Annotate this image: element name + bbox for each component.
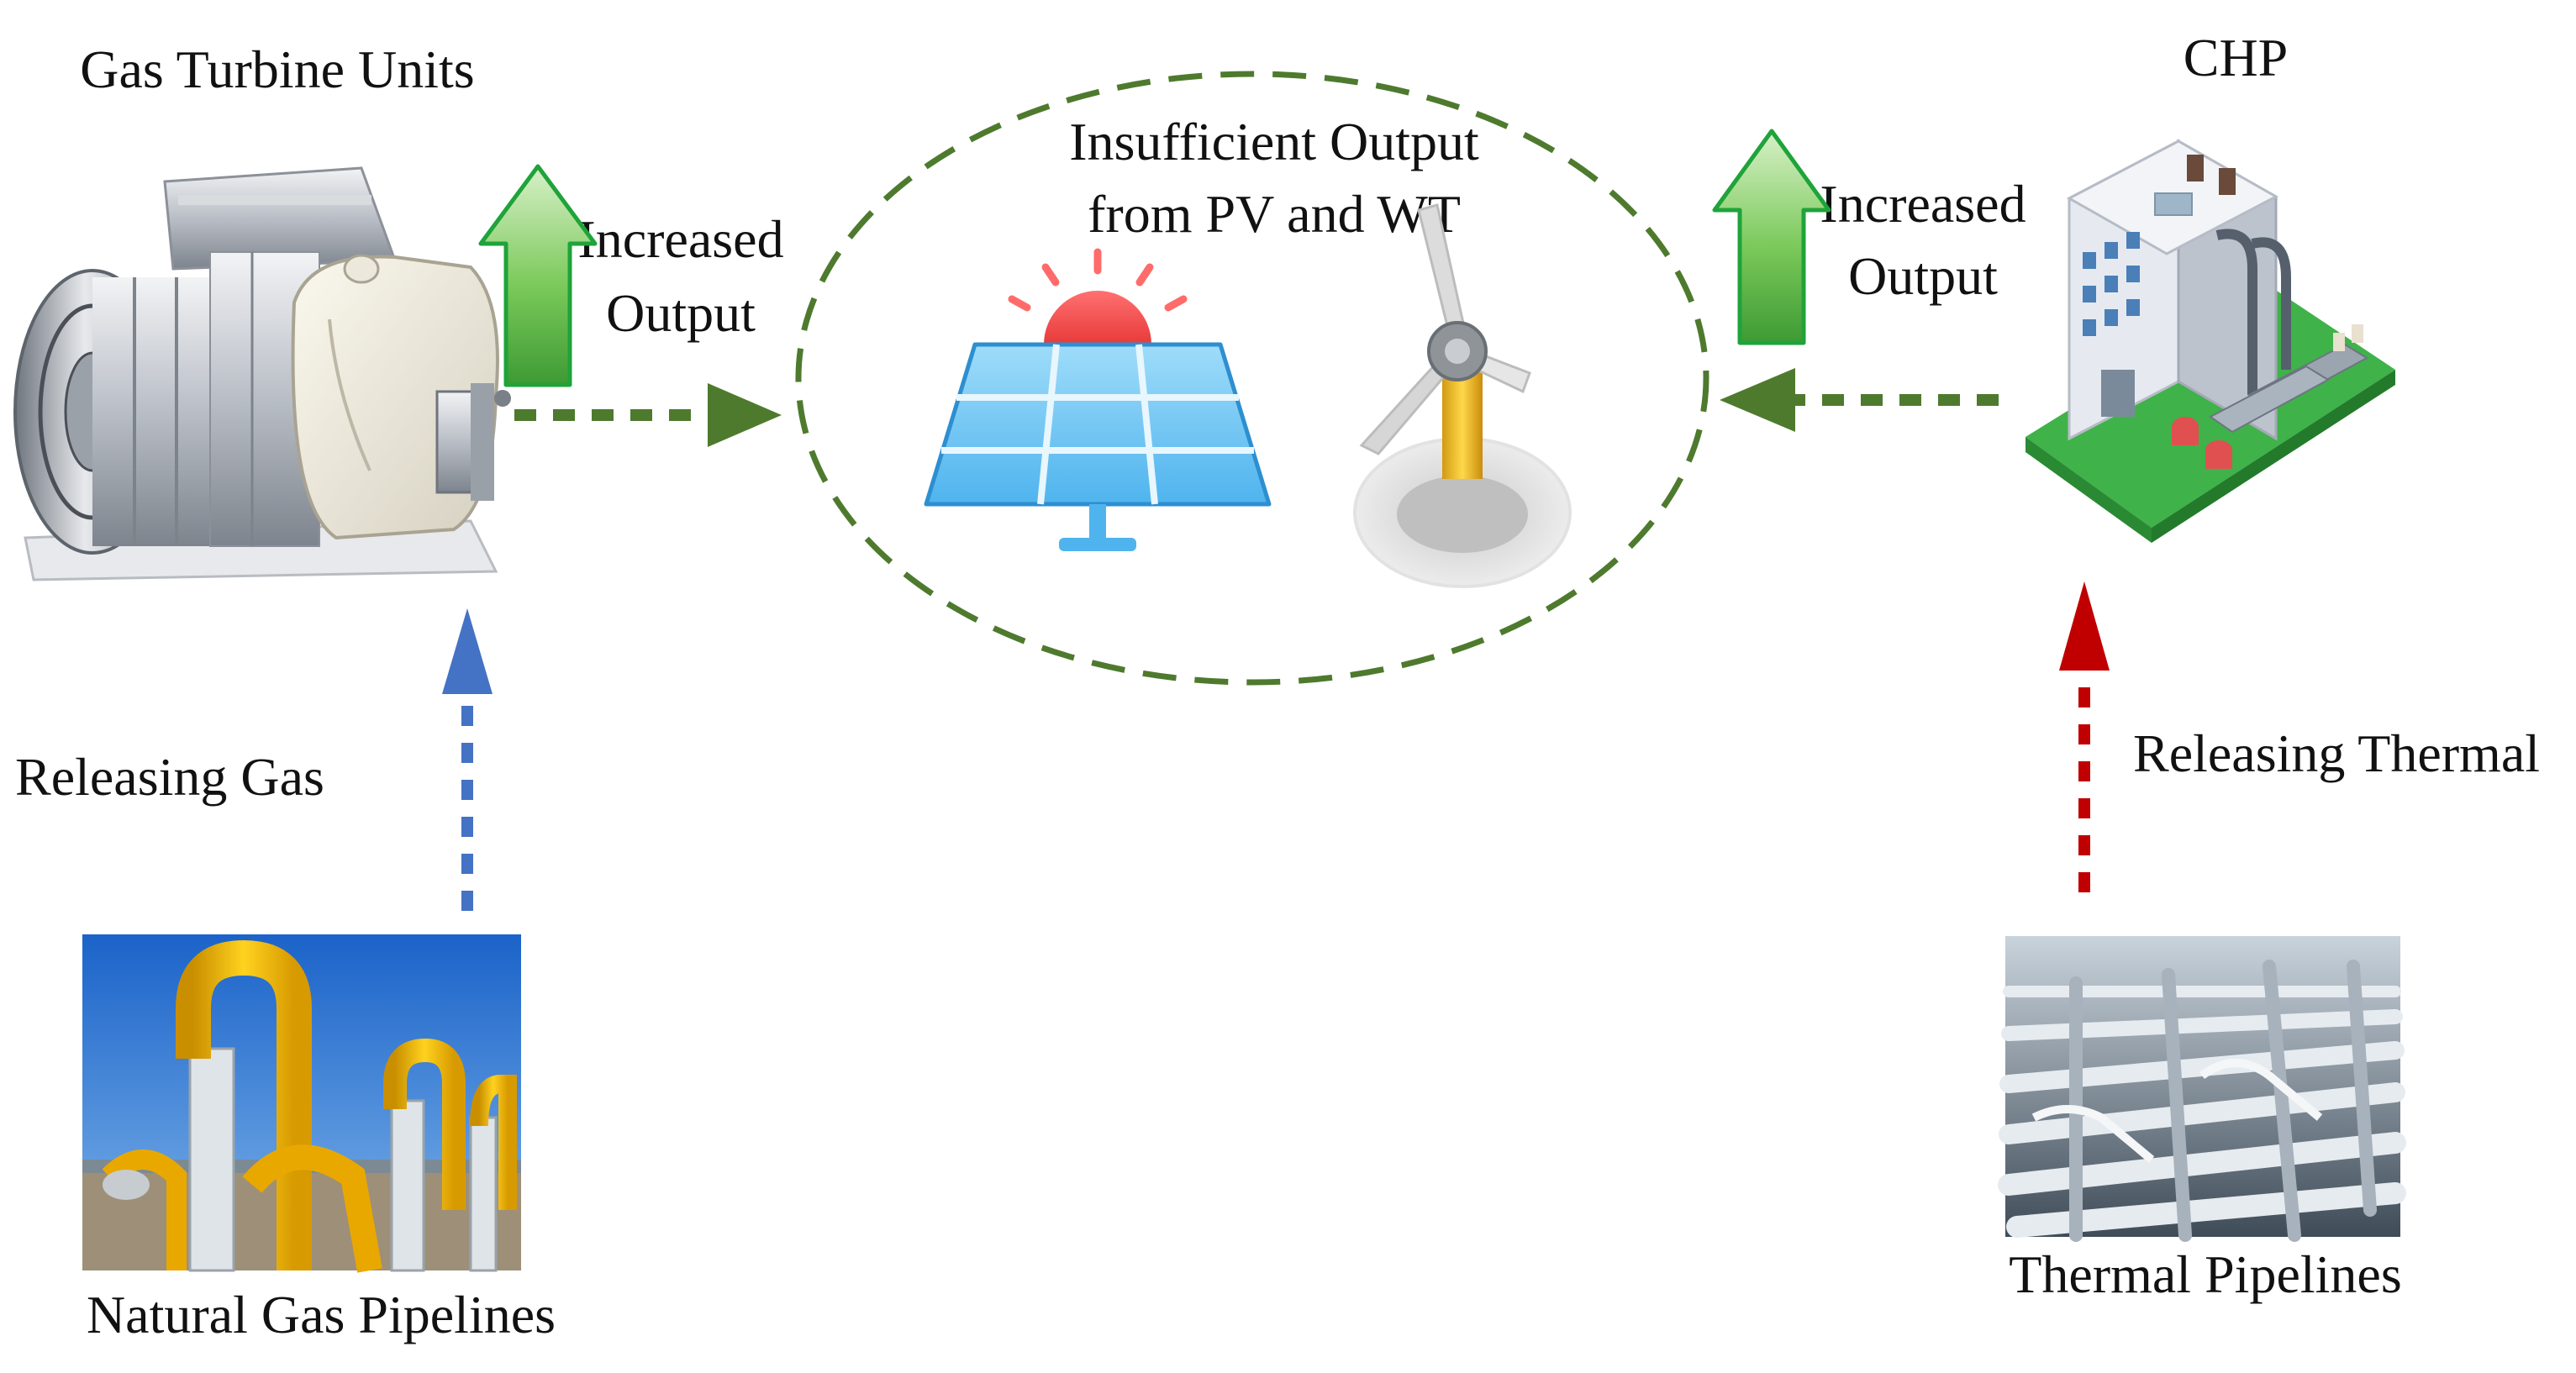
gas-pipeline-icon xyxy=(82,934,521,1273)
releasing-thermal-label: Releasing Thermal xyxy=(2133,723,2540,783)
gas-turbine-label: Gas Turbine Units xyxy=(80,39,474,99)
insufficient-output-label-line2: from PV and WT xyxy=(1088,184,1461,244)
thermal-release-arrow xyxy=(2059,581,2110,892)
thermal-pipeline-icon xyxy=(1998,936,2406,1242)
thermal-pipelines-label: Thermal Pipelines xyxy=(2009,1244,2401,1304)
chp-label: CHP xyxy=(2184,28,2289,87)
gas-release-arrow xyxy=(442,608,493,911)
solar-panel-icon xyxy=(924,248,1272,551)
flow-arrow-turbine-to-renewables xyxy=(514,383,782,447)
wind-turbine-icon xyxy=(1353,203,1572,588)
increased-output-left-line2: Output xyxy=(606,283,756,343)
increase-arrow-right xyxy=(1712,129,1831,345)
increase-arrow-left xyxy=(478,164,598,387)
chp-plant-icon xyxy=(2026,139,2395,543)
renewables-boundary-ellipse xyxy=(795,71,1709,686)
insufficient-output-label-line1: Insufficient Output xyxy=(1069,112,1479,171)
increased-output-left-line1: Increased xyxy=(577,209,783,269)
gas-turbine-icon xyxy=(13,166,511,581)
increased-output-right-line1: Increased xyxy=(1820,174,2026,234)
natural-gas-pipelines-label: Natural Gas Pipelines xyxy=(87,1285,556,1344)
flow-arrow-chp-to-renewables xyxy=(1720,368,1999,432)
increased-output-right-line2: Output xyxy=(1848,246,1998,306)
releasing-gas-label: Releasing Gas xyxy=(15,747,324,807)
